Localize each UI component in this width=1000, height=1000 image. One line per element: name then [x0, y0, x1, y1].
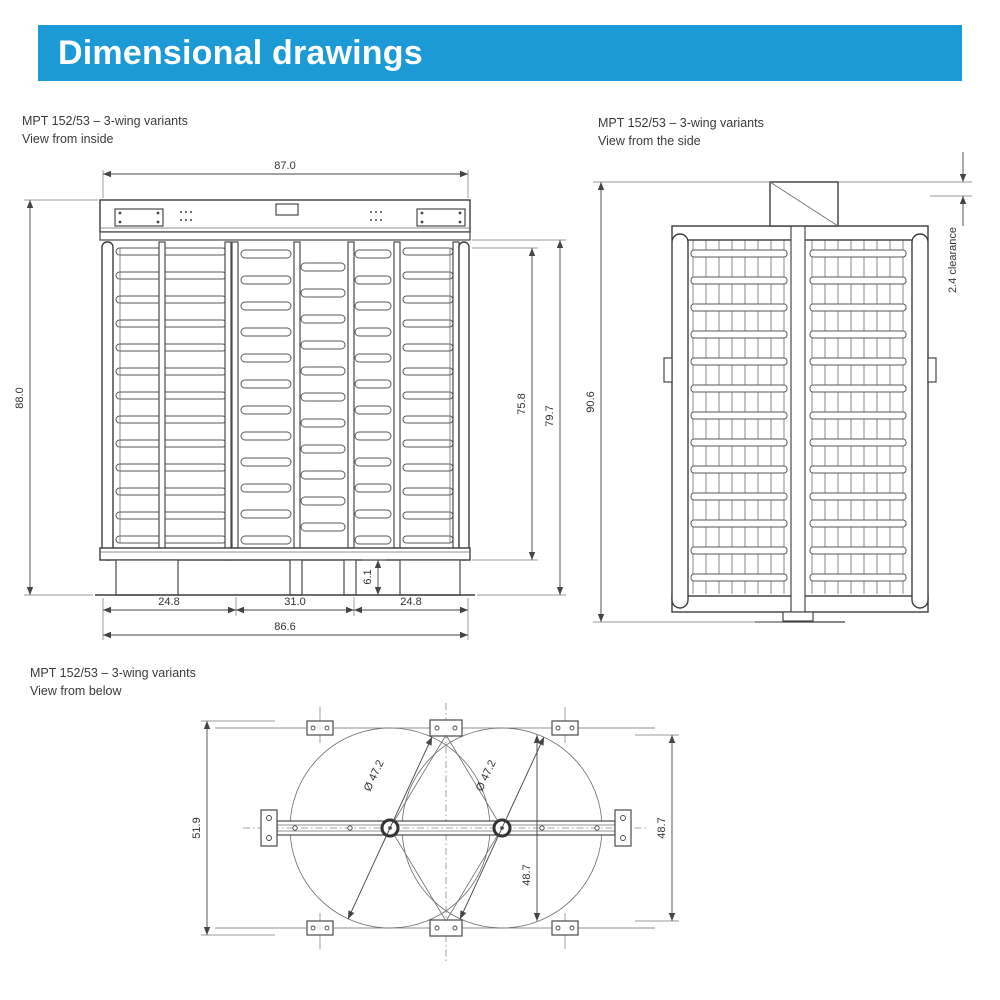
- dim-center-width: 31.0: [284, 596, 305, 608]
- caption-view-side: MPT 152/53 – 3-wing variants View from t…: [598, 114, 764, 150]
- side-view-drawing: 90.6 2.4 clearance: [585, 152, 972, 623]
- below-view-drawing: Ø 47.2 Ø 47.2 51.9 48.7 48.7: [191, 703, 679, 961]
- view-label: View from below: [30, 684, 122, 698]
- page-title: Dimensional drawings: [58, 33, 423, 72]
- dimension-lines: 90.6 2.4 clearance: [585, 152, 972, 623]
- dim-foot-height: 6.1: [362, 569, 374, 584]
- side-frame: [663, 225, 937, 623]
- dim-left-width: 24.8: [158, 596, 179, 608]
- dim-below-right: 48.7: [656, 817, 668, 838]
- dim-frame-height: 79.7: [544, 405, 556, 426]
- dim-below-left: 51.9: [191, 817, 203, 838]
- page-title-banner: Dimensional drawings: [38, 25, 962, 81]
- caption-view-inside: MPT 152/53 – 3-wing variants View from i…: [22, 112, 188, 148]
- dim-overall-height: 88.0: [14, 387, 26, 408]
- mounting-plates: [306, 719, 579, 937]
- model-label: MPT 152/53 – 3-wing variants: [22, 114, 188, 128]
- dim-right-width: 24.8: [400, 596, 421, 608]
- dim-clearance: 2.4 clearance: [947, 227, 959, 293]
- dim-side-height: 90.6: [585, 391, 597, 412]
- dim-diameter-right: Ø 47.2: [474, 758, 499, 793]
- inside-view-drawing: 87.0 88.0 75.8 79.7 6.1 24.8 31.0: [14, 160, 566, 640]
- dim-top-width: 87.0: [274, 160, 295, 172]
- model-label: MPT 152/53 – 3-wing variants: [30, 666, 196, 680]
- rotor-bars: [240, 249, 392, 545]
- caption-view-below: MPT 152/53 – 3-wing variants View from b…: [30, 664, 196, 700]
- base-and-feet: [95, 547, 475, 596]
- right-panel-bars: [402, 247, 454, 544]
- side-grille: [690, 240, 907, 594]
- left-panel-bars: [115, 247, 227, 544]
- view-label: View from inside: [22, 132, 114, 146]
- dimension-lines: 87.0 88.0 75.8 79.7 6.1 24.8 31.0: [14, 160, 566, 640]
- model-label: MPT 152/53 – 3-wing variants: [598, 116, 764, 130]
- top-housing: [99, 199, 471, 241]
- dim-rotor-height: 75.8: [516, 393, 528, 414]
- dim-below-inner: 48.7: [521, 864, 533, 885]
- dim-diameter-left: Ø 47.2: [362, 758, 387, 793]
- side-top-housing: [769, 181, 839, 227]
- view-label: View from the side: [598, 134, 701, 148]
- dim-total-width: 86.6: [274, 621, 295, 633]
